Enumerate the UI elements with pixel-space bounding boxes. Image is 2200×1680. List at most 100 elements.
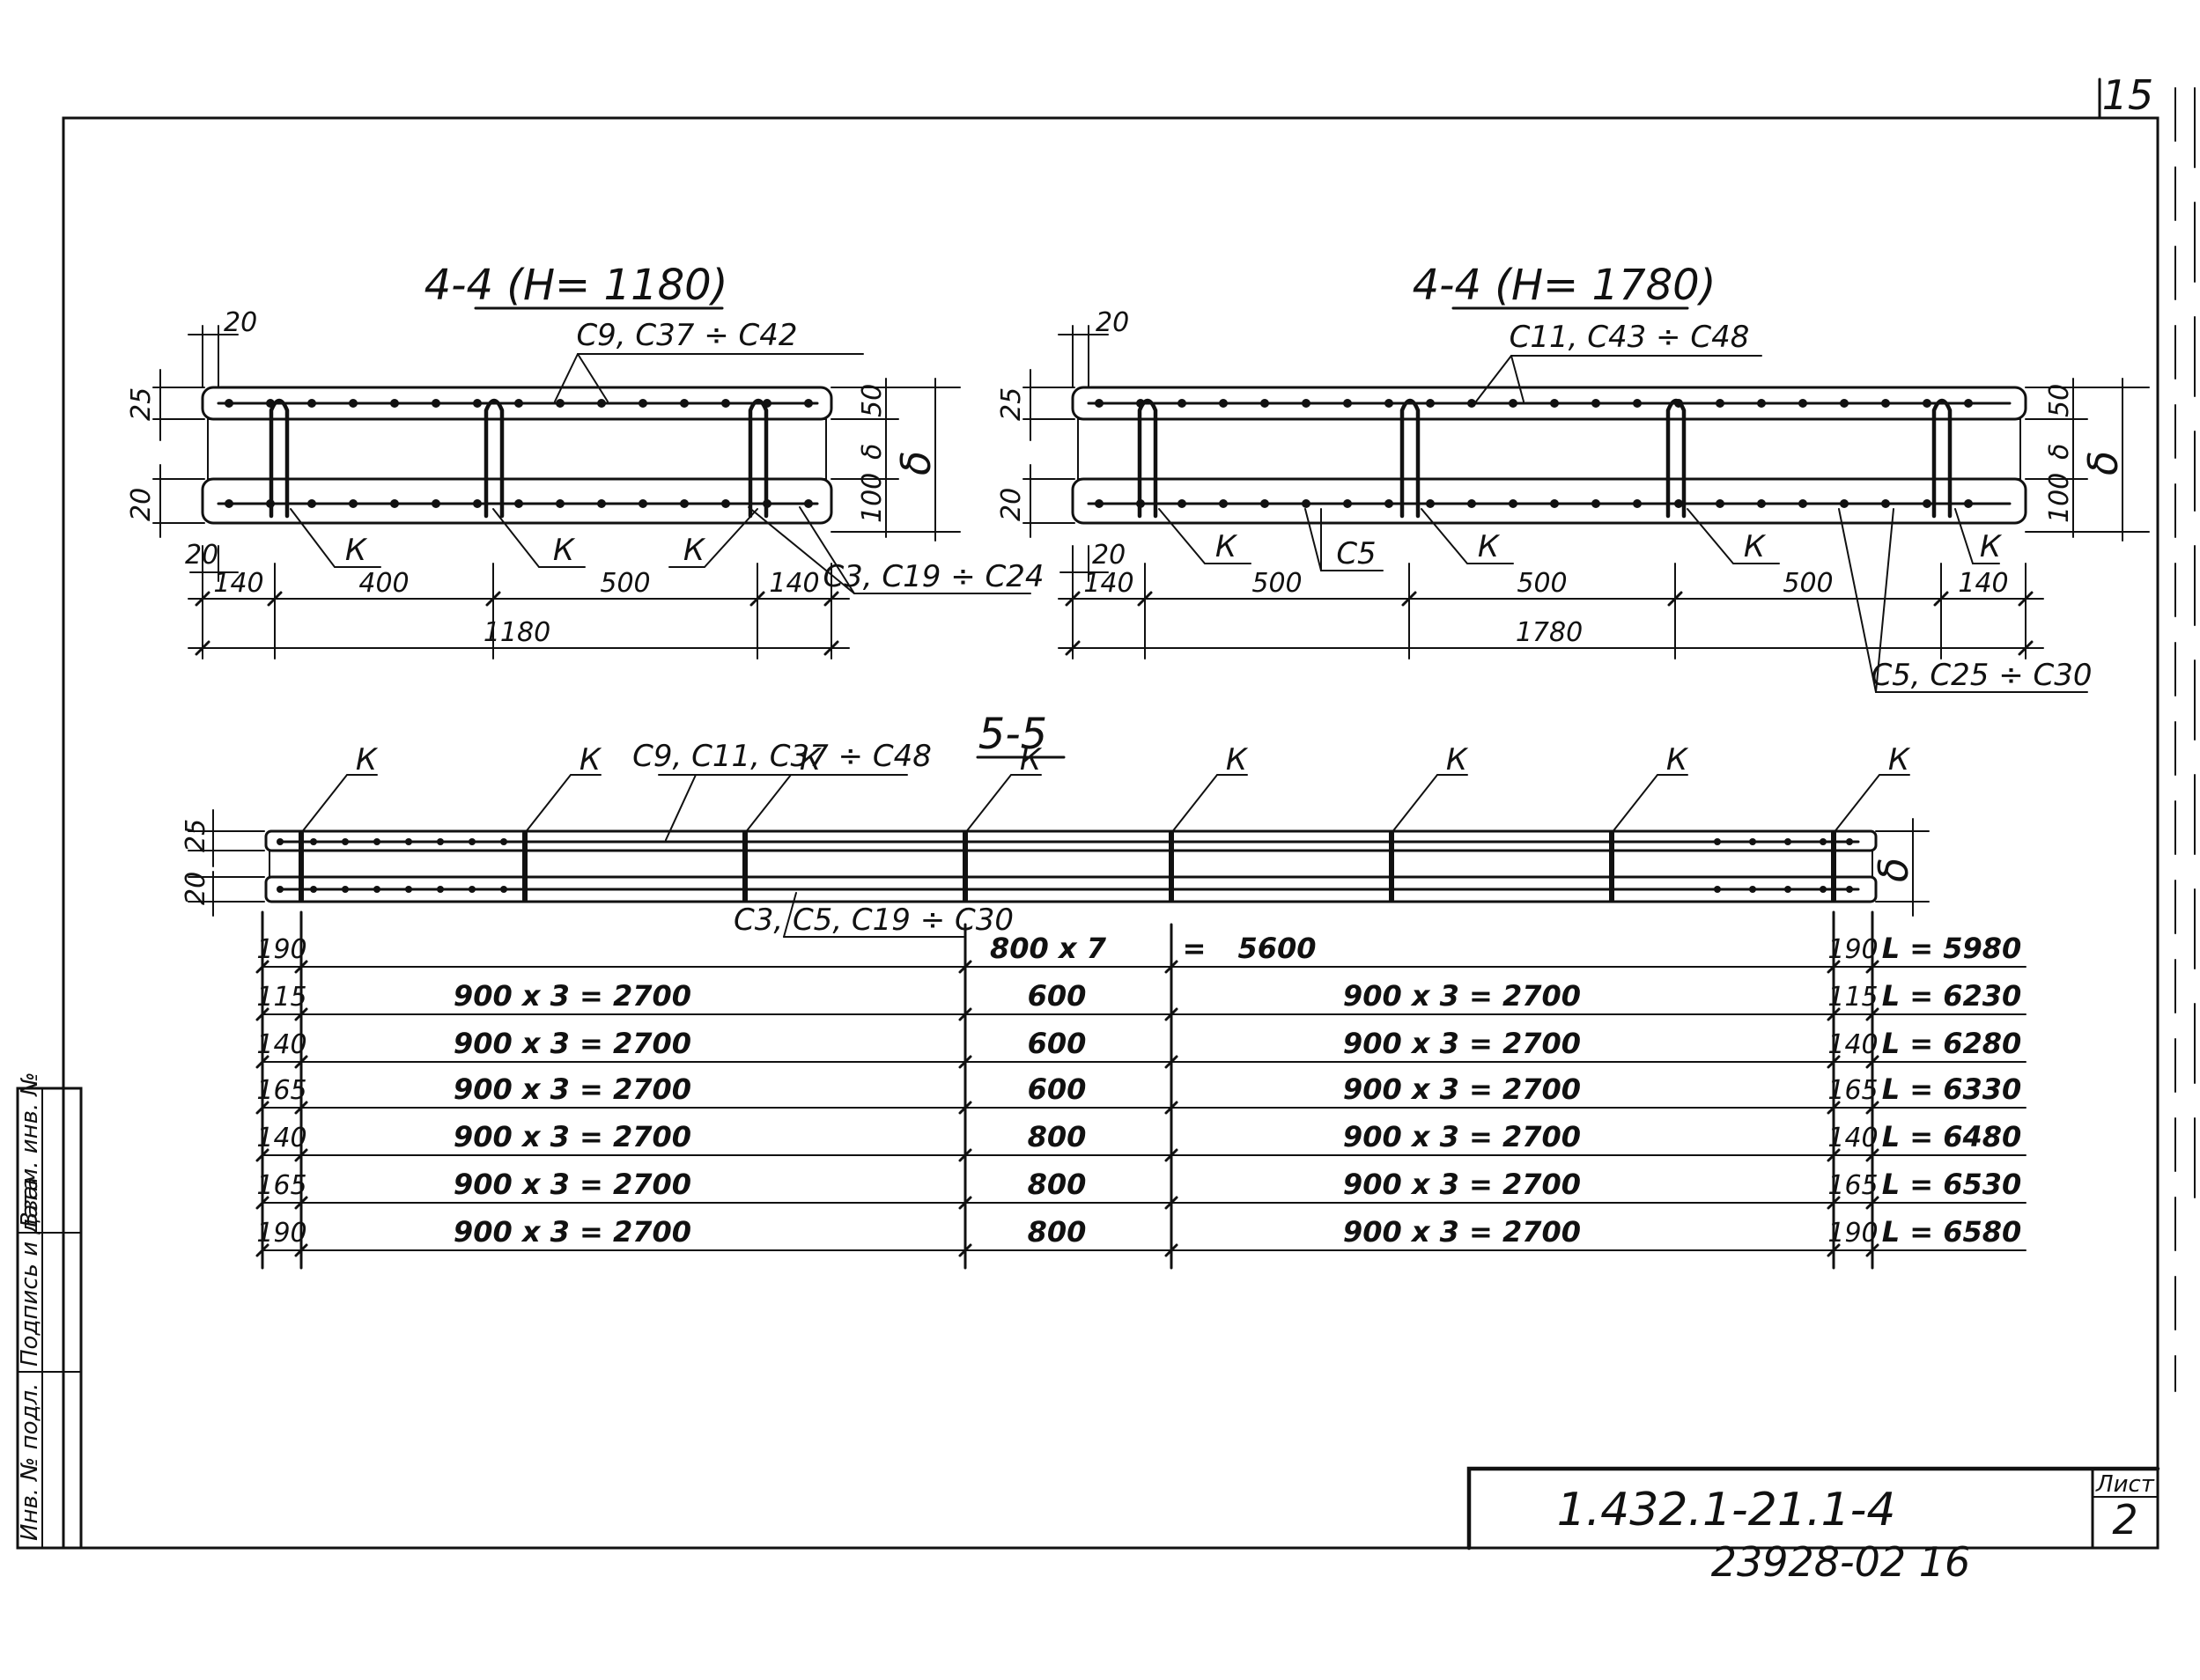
left-dim-right-bot: 100 <box>857 473 888 523</box>
right-rebar-dot <box>1343 499 1352 508</box>
left-rebar-dot <box>266 399 275 408</box>
right-rebar-dot <box>1178 399 1186 408</box>
long-rebar-dot <box>277 838 284 845</box>
section-right: 4-4 (H= 1780) С11, С43 ÷ С48 С5 С5, С25 … <box>996 261 2150 693</box>
long-rebar-dot <box>1749 838 1756 845</box>
long-rebar-dot <box>1784 886 1791 893</box>
left-dim-total-h: δ <box>892 451 940 475</box>
right-mid-rebar-label: С5 <box>1336 536 1376 571</box>
left-dim-right-mid: δ <box>857 444 888 460</box>
table-row-edge: 140 <box>256 1029 306 1060</box>
right-rebar-dot <box>1302 499 1310 508</box>
left-rebar-dot <box>804 399 813 408</box>
left-span-label: 400 <box>358 568 409 599</box>
left-rebar-dot <box>556 499 565 508</box>
left-rebar-dot <box>307 499 316 508</box>
section-left-title: 4-4 (H= 1180) <box>424 261 728 310</box>
right-dim-top: 20 <box>1096 307 1129 338</box>
long-rebar-dot <box>500 838 507 845</box>
right-rebar-dot <box>1964 499 1973 508</box>
table-row-edge-right: 140 <box>1827 1029 1878 1060</box>
table-row-mid: 800 <box>1028 1215 1087 1249</box>
table-header-sum: 5600 <box>1237 932 1316 965</box>
table-header-equals: = <box>1183 932 1207 965</box>
left-rebar-dot <box>680 399 689 408</box>
right-rebar-dot <box>1591 499 1600 508</box>
table-row-left: 900 x 3 = 2700 <box>454 1215 691 1249</box>
left-rebar-dot <box>225 499 233 508</box>
long-dim-top-layer: 25 <box>181 819 211 852</box>
side-stamp-sign: Подпись и дата <box>17 1177 43 1367</box>
long-k-label: К <box>800 742 823 777</box>
long-k-label: К <box>1666 742 1689 777</box>
table-row-edge: 165 <box>256 1170 306 1201</box>
long-rebar-dot <box>342 838 349 845</box>
right-span-label: 140 <box>1958 568 2008 599</box>
right-rebar-dot <box>1591 399 1600 408</box>
left-rebar-dot <box>307 399 316 408</box>
table-row-mid: 800 <box>1028 1168 1087 1201</box>
long-rebar-dot <box>277 886 284 893</box>
right-rebar-dot <box>1716 499 1724 508</box>
long-rebar-dot <box>1749 886 1756 893</box>
right-rebar-dot <box>1798 399 1807 408</box>
table-row-left: 900 x 3 = 2700 <box>454 1120 691 1153</box>
right-dim-right-bot: 100 <box>2044 473 2075 523</box>
right-rebar-dot <box>1260 499 1269 508</box>
long-rebar-dot <box>1820 886 1827 893</box>
table-row-edge-right: 115 <box>1827 982 1878 1013</box>
table-row-length: L = 6530 <box>1882 1168 2022 1201</box>
long-rebar-dot <box>310 886 317 893</box>
right-dim-bottom-layer: 20 <box>996 488 1027 521</box>
long-k-label: К <box>1446 742 1469 777</box>
left-rebar-dot <box>680 499 689 508</box>
table-row-edge: 115 <box>256 982 306 1013</box>
left-rebar-dot <box>721 499 730 508</box>
left-span-label: 140 <box>213 568 263 599</box>
right-rebar-dot <box>1550 499 1559 508</box>
long-rebar-dot <box>405 886 412 893</box>
right-rebar-dot <box>1095 399 1104 408</box>
left-dim-right-top: 50 <box>857 384 888 417</box>
left-rebar-dot <box>763 499 771 508</box>
table-row-length: L = 6580 <box>1882 1215 2022 1249</box>
left-span-label: 140 <box>769 568 819 599</box>
right-rebar-dot <box>1136 499 1145 508</box>
left-rebar-dot <box>473 399 482 408</box>
right-dim-right-top: 50 <box>2044 384 2075 417</box>
long-rebar-dot <box>373 886 380 893</box>
right-top-rebar-label: С11, С43 ÷ С48 <box>1510 320 1750 355</box>
table-row-left: 900 x 3 = 2700 <box>454 979 691 1013</box>
table-row-length: L = 6230 <box>1882 979 2022 1013</box>
right-dim-left: 20 <box>1092 540 1126 571</box>
long-rebar-dot <box>373 838 380 845</box>
long-k-label: К <box>580 742 602 777</box>
title-block <box>1466 1466 2160 1551</box>
right-rebar-dot <box>1136 399 1145 408</box>
table-row-mid: 600 <box>1028 1072 1087 1106</box>
right-rebar-dot <box>1260 399 1269 408</box>
side-stamp-inv: Инв. № подл. <box>17 1383 43 1541</box>
table-header-length: L = 5980 <box>1882 932 2022 965</box>
right-k-label-1: К <box>1215 529 1238 564</box>
long-rebar-dot <box>469 886 476 893</box>
table-header-left: 190 <box>256 934 306 965</box>
left-rebar-dot <box>225 399 233 408</box>
left-rebar-dot <box>390 399 399 408</box>
right-k-label-2: К <box>1478 529 1501 564</box>
left-rebar-dot <box>721 399 730 408</box>
long-top-rebar-label: С9, С11, С37 ÷ С48 <box>632 739 932 774</box>
left-dim-bottom-layer: 20 <box>126 488 157 521</box>
table-row-right: 900 x 3 = 2700 <box>1343 1027 1581 1060</box>
table-row-edge: 140 <box>256 1123 306 1153</box>
long-rebar-dot <box>1714 838 1721 845</box>
right-rebar-dot <box>1095 499 1104 508</box>
right-rebar-dot <box>1674 399 1683 408</box>
right-rebar-dot <box>1757 399 1766 408</box>
right-rebar-dot <box>1426 499 1435 508</box>
right-span-label: 500 <box>1251 568 1302 599</box>
right-span-label: 500 <box>1517 568 1567 599</box>
long-dim-thick: δ <box>1870 858 1917 882</box>
long-rebar-dot <box>1784 838 1791 845</box>
long-rebar-dot <box>437 886 444 893</box>
